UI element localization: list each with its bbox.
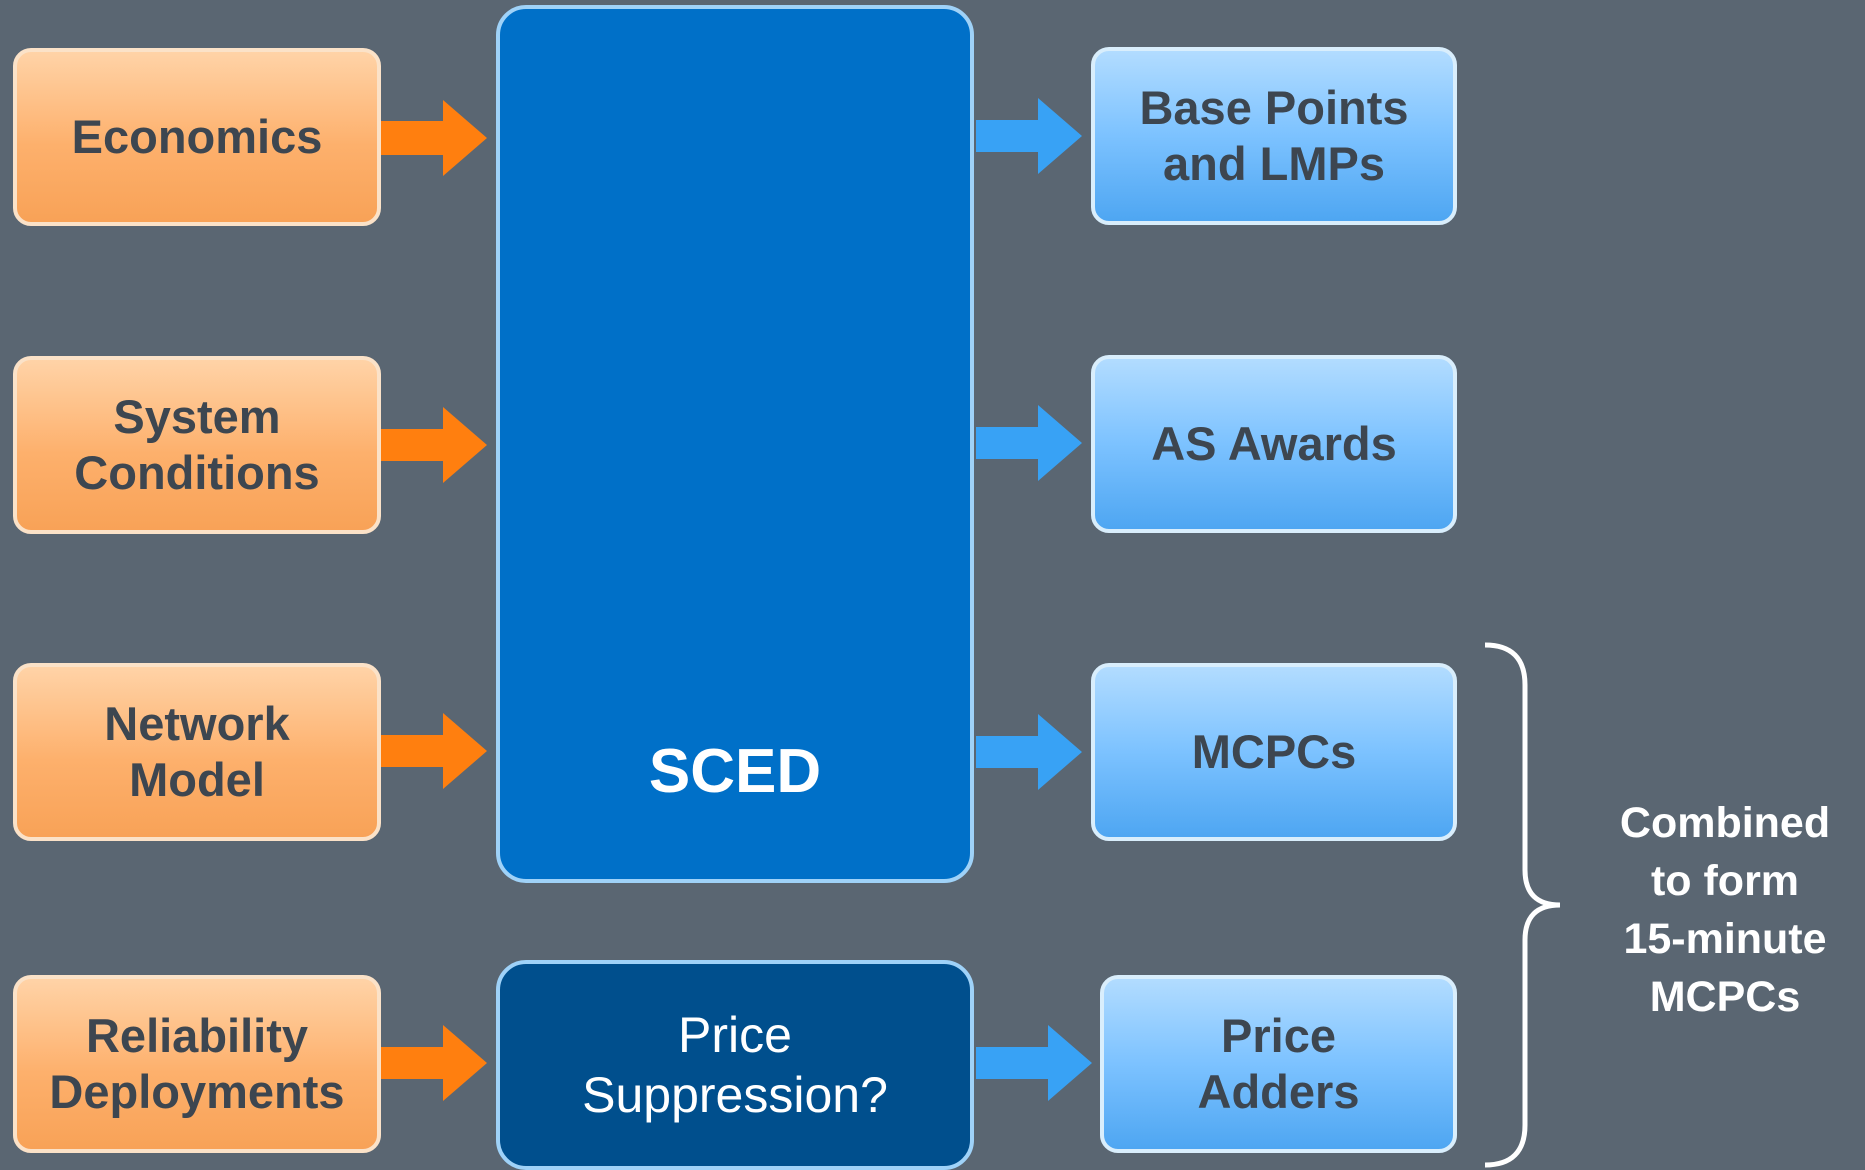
combined-note: Combined to form 15-minute MCPCs bbox=[1580, 794, 1865, 1026]
price-suppression-line2: Suppression? bbox=[582, 1067, 888, 1123]
price-suppression-line1: Price bbox=[678, 1007, 792, 1063]
input-arrow-economics bbox=[381, 100, 487, 176]
output-price-adders-line1: Price bbox=[1221, 1008, 1336, 1062]
price-suppression-box: Price Suppression? bbox=[496, 960, 974, 1170]
output-arrow-base-points bbox=[976, 98, 1082, 174]
output-price-adders-line2: Adders bbox=[1197, 1065, 1360, 1118]
input-network-model-line1: Network bbox=[104, 696, 290, 750]
input-system-conditions-line2: Conditions bbox=[74, 446, 320, 499]
output-arrow-as-awards bbox=[976, 405, 1082, 481]
output-mcpcs: MCPCs bbox=[1091, 663, 1457, 841]
output-as-awards-label: AS Awards bbox=[1151, 416, 1397, 470]
input-system-conditions-line1: System bbox=[113, 389, 281, 443]
grouping-brace bbox=[1484, 642, 1561, 1168]
combined-note-line2: to form bbox=[1650, 857, 1800, 906]
input-network-model-line2: Model bbox=[129, 753, 265, 806]
output-base-points-line2: and LMPs bbox=[1163, 137, 1385, 190]
output-base-points-lmps: Base Points and LMPs bbox=[1091, 47, 1457, 225]
input-reliability-line1: Reliability bbox=[85, 1008, 308, 1062]
output-as-awards: AS Awards bbox=[1091, 355, 1457, 533]
sced-engine-box: SCED bbox=[496, 5, 974, 883]
output-arrow-price-adders bbox=[976, 1025, 1092, 1101]
output-price-adders: Price Adders bbox=[1100, 975, 1457, 1153]
input-economics: Economics bbox=[13, 48, 381, 226]
combined-note-line4: MCPCs bbox=[1649, 973, 1801, 1022]
input-arrow-system-conditions bbox=[381, 407, 487, 483]
combined-note-line3: 15-minute bbox=[1623, 915, 1827, 964]
combined-note-line1: Combined bbox=[1619, 799, 1831, 847]
output-base-points-line1: Base Points bbox=[1139, 80, 1409, 134]
sced-label: SCED bbox=[648, 736, 822, 806]
output-mcpcs-label: MCPCs bbox=[1191, 724, 1357, 778]
input-reliability-deployments: Reliability Deployments bbox=[13, 975, 381, 1153]
input-system-conditions: System Conditions bbox=[13, 356, 381, 534]
input-arrow-reliability bbox=[381, 1025, 487, 1101]
input-economics-label: Economics bbox=[71, 109, 323, 163]
output-arrow-mcpcs bbox=[976, 714, 1082, 790]
input-reliability-line2: Deployments bbox=[49, 1065, 345, 1118]
input-network-model: Network Model bbox=[13, 663, 381, 841]
input-arrow-network-model bbox=[381, 713, 487, 789]
